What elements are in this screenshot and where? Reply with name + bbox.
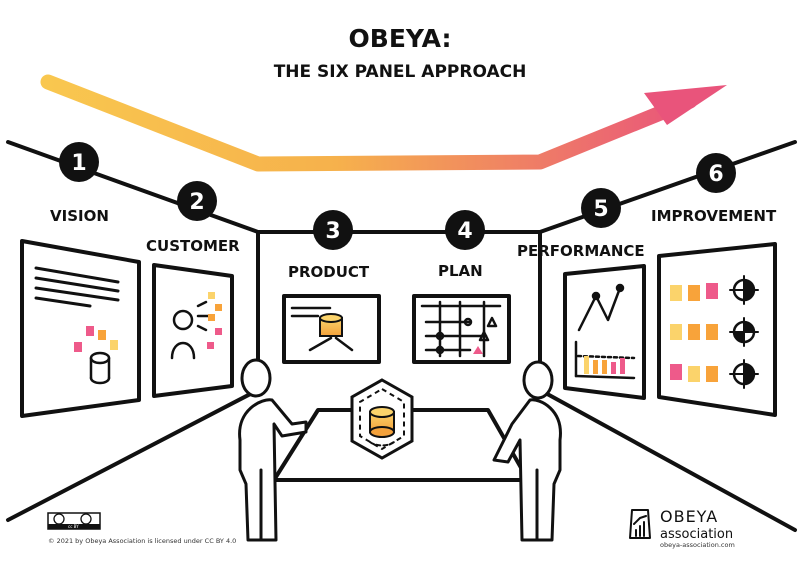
person-right <box>492 360 562 542</box>
license-text: © 2021 by Obeya Association is licensed … <box>48 537 236 545</box>
panel-label-vision: VISION <box>50 207 109 225</box>
vision-board <box>20 239 141 418</box>
svg-text:6: 6 <box>708 162 723 187</box>
step-badge-5: 5 <box>581 188 621 228</box>
improvement-arrow <box>40 74 727 172</box>
brand-url[interactable]: obeya-association.com <box>660 541 735 549</box>
improvement-board <box>657 242 777 417</box>
panel-label-plan: PLAN <box>438 262 483 280</box>
plan-board <box>412 294 511 364</box>
svg-text:2: 2 <box>189 190 204 215</box>
step-badges: 1 2 3 4 5 6 <box>59 142 736 250</box>
database-hologram <box>350 378 414 460</box>
svg-text:4: 4 <box>457 219 472 244</box>
customer-board <box>152 263 234 398</box>
step-badge-1: 1 <box>59 142 99 182</box>
page-subtitle: THE SIX PANEL APPROACH <box>274 62 527 82</box>
license-badge[interactable]: cc BY <box>47 512 101 530</box>
svg-text:3: 3 <box>325 219 340 244</box>
person-left <box>238 358 308 542</box>
brand-logo: OBEYA association obeya-association.com <box>629 507 735 549</box>
step-badge-6: 6 <box>696 153 736 193</box>
improvement-row-2 <box>670 317 759 347</box>
brand-tagline: association <box>660 527 733 542</box>
step-badge-2: 2 <box>177 181 217 221</box>
step-badge-3: 3 <box>313 210 353 250</box>
performance-board <box>563 264 646 400</box>
improvement-row-3 <box>670 359 759 389</box>
panel-label-product: PRODUCT <box>288 263 370 281</box>
panel-label-customer: CUSTOMER <box>146 237 240 255</box>
step-badge-4: 4 <box>445 210 485 250</box>
improvement-row-1 <box>670 275 759 305</box>
obeya-logo-icon <box>629 509 651 539</box>
product-board <box>282 294 381 364</box>
brand-name: OBEYA <box>660 507 718 526</box>
svg-text:cc BY: cc BY <box>68 524 79 529</box>
panel-label-performance: PERFORMANCE <box>517 242 645 260</box>
panel-label-improvement: IMPROVEMENT <box>651 207 777 225</box>
svg-text:5: 5 <box>593 197 608 222</box>
svg-text:1: 1 <box>71 151 86 176</box>
page-title: OBEYA: <box>349 24 452 53</box>
